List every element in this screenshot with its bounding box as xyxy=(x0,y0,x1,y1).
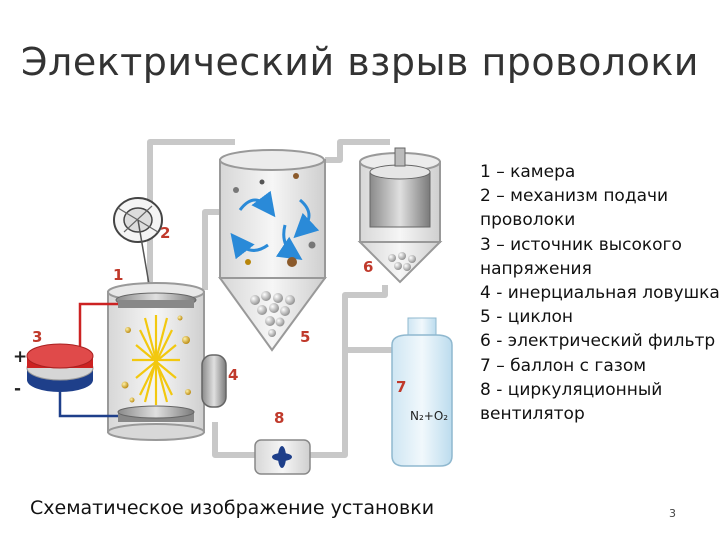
legend-line: 3 – источник высокого xyxy=(480,234,682,255)
legend-line: проволоки xyxy=(480,210,576,231)
label-7: 7 xyxy=(396,378,406,396)
explosion-chamber xyxy=(107,282,205,441)
inertial-trap xyxy=(201,354,227,408)
label-4: 4 xyxy=(228,366,238,384)
legend-line: 5 - циклон xyxy=(480,307,574,328)
legend: 1 – камера 2 – механизм подачи проволоки… xyxy=(480,160,720,426)
legend-line: 8 - циркуляционный xyxy=(480,379,663,400)
figure-caption: Схематическое изображение установки xyxy=(30,497,435,519)
label-3: 3 xyxy=(32,328,42,346)
legend-line: 7 – баллон с газом xyxy=(480,355,647,376)
cyclone xyxy=(218,149,327,352)
legend-line: 1 – камера xyxy=(480,162,576,182)
plus-sign: + xyxy=(13,347,27,367)
wire-explosion-spark xyxy=(132,315,180,405)
gas-formula: N₂+O₂ xyxy=(410,409,448,423)
legend-line: 6 - электрический фильтр xyxy=(480,331,716,352)
legend-line: вентилятор xyxy=(480,404,585,425)
label-6: 6 xyxy=(363,258,373,276)
label-1: 1 xyxy=(113,266,123,284)
legend-line: 2 – механизм подачи xyxy=(480,186,669,207)
wire-feed-mechanism xyxy=(113,197,163,291)
label-8: 8 xyxy=(274,409,284,427)
high-voltage-source xyxy=(26,302,118,418)
slide-title: Электрический взрыв проволоки xyxy=(21,40,699,84)
minus-sign: - xyxy=(14,379,21,399)
legend-line: напряжения xyxy=(480,258,592,279)
electric-filter xyxy=(357,147,443,284)
label-2: 2 xyxy=(160,224,170,242)
gas-bottle xyxy=(391,317,453,467)
circulation-fan xyxy=(254,439,311,475)
page-number: 3 xyxy=(669,507,676,520)
legend-line: 4 - инерциальная ловушка xyxy=(480,283,720,304)
label-5: 5 xyxy=(300,328,310,346)
